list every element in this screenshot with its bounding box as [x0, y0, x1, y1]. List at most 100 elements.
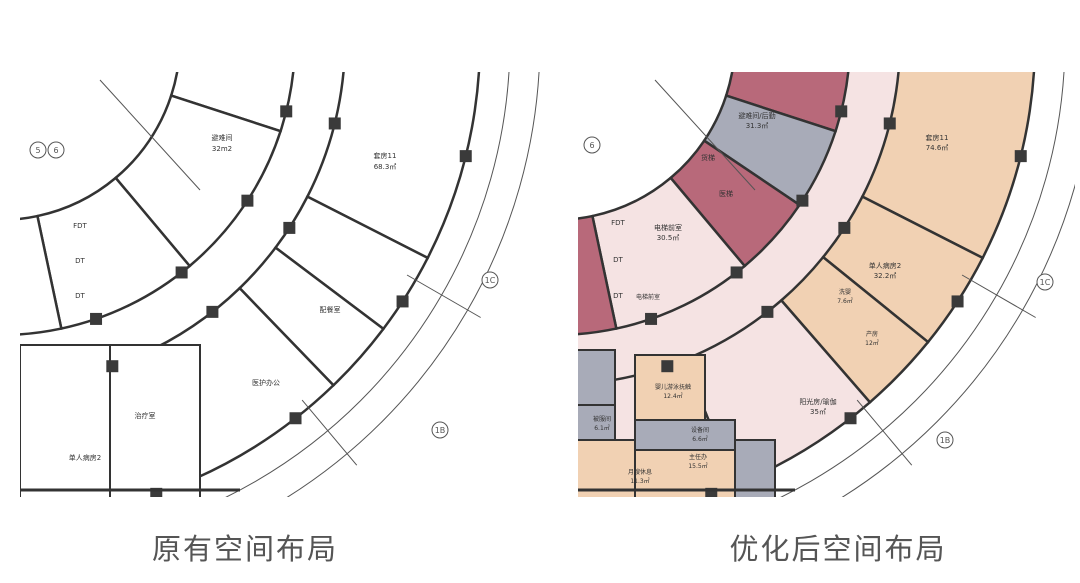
column [1014, 150, 1027, 163]
small-lift-lobby-label: 电梯前室 [636, 293, 660, 301]
elevator-label: DT [613, 256, 623, 264]
pantry-label: 配餐室 [320, 305, 341, 314]
axis-mark-5-circle [29, 141, 47, 159]
refuge-room-label: 避难间 [212, 133, 233, 142]
suite-room-label: 套房11 [374, 151, 397, 160]
equipment-room-area: 6.6㎡ [692, 435, 708, 443]
axis-mark-6-circle [47, 141, 65, 159]
original-floor-plan [0, 0, 540, 526]
sunroom-label: 阳光房/瑜伽 [799, 397, 836, 406]
axis-mark-1b: 1B [435, 426, 446, 435]
axis-line [99, 79, 201, 191]
axis-mark-6: 6 [53, 146, 58, 155]
elevator-label: DT [75, 257, 85, 265]
column [883, 117, 896, 130]
column [705, 487, 718, 497]
column [951, 295, 964, 308]
axis-mark-1b: 1B [940, 436, 951, 445]
column [459, 150, 472, 163]
treatment-room [109, 344, 201, 497]
elevator-label: DT [613, 292, 623, 300]
axis-mark-1c-circle [1036, 273, 1054, 291]
column [844, 412, 857, 425]
column [0, 379, 6, 391]
single-ward-2 [20, 344, 111, 497]
axis-line-1b [856, 399, 913, 466]
column [0, 514, 6, 526]
column [893, 4, 905, 16]
elevator-label: DT [75, 292, 85, 300]
nanny-rest-area: 11.3㎡ [630, 477, 649, 485]
delivery-room-area: 12㎡ [865, 339, 879, 347]
refuge-room-area: 31.3㎡ [746, 122, 769, 130]
refuge-room-label: 避难间/后勤 [738, 111, 775, 120]
column [206, 305, 219, 318]
column [283, 221, 296, 234]
nanny-rest-label: 月嫂休息 [628, 468, 652, 476]
linen-room-label: 被服间 [593, 415, 611, 423]
column [338, 4, 350, 16]
optimized-floor-plan [549, 0, 1075, 526]
optimized-layout-caption: 优化后空间布局 [729, 532, 947, 566]
column [106, 360, 119, 373]
column [661, 360, 674, 373]
elevator-label: FDT [73, 222, 87, 230]
elevator-label: FDT [611, 219, 625, 227]
column [549, 329, 561, 341]
dimension-arc [225, 72, 510, 497]
dimension-arc [841, 183, 1075, 497]
column [289, 412, 302, 425]
original-layout-caption: 原有空间布局 [151, 532, 339, 566]
single-ward-label: 单人病房2 [869, 261, 901, 270]
freight-lift-label: 货梯 [701, 153, 715, 162]
lift-lobby-label: 电梯前室 [654, 223, 682, 232]
column [175, 266, 188, 279]
storage-room [578, 349, 616, 406]
column [241, 194, 254, 207]
axis-line-1c [961, 274, 1036, 318]
delivery-room-label: 产房 [866, 330, 878, 338]
column [90, 312, 103, 325]
column [761, 305, 774, 318]
column [1027, 0, 1039, 4]
column [0, 329, 6, 341]
baby-swim-label: 婴儿游泳抚触 [655, 383, 691, 391]
equipment-room-label: 设备间 [691, 426, 709, 434]
column [645, 312, 658, 325]
single-ward-area: 32.2㎡ [874, 272, 897, 280]
column [328, 117, 341, 130]
equipment-room [634, 419, 736, 451]
dimension-arc [286, 72, 540, 497]
axis-mark-1c: 1C [1040, 278, 1051, 287]
suite-room-area: 68.3㎡ [374, 163, 397, 171]
sunroom-area: 35㎡ [810, 408, 826, 416]
medical-lift-label: 医梯 [719, 189, 733, 198]
axis-mark-1b-circle [431, 421, 449, 439]
axis-line-1b [301, 399, 358, 466]
axis-line-1c [406, 274, 481, 318]
elevator-bank [20, 214, 63, 336]
column [730, 266, 743, 279]
column [549, 514, 561, 526]
director-office-area: 15.5㎡ [688, 462, 707, 470]
column [280, 105, 293, 118]
refuge-room-area: 32m2 [212, 145, 232, 153]
baby-swim-area: 12.4㎡ [663, 392, 682, 400]
column [835, 105, 848, 118]
column [396, 295, 409, 308]
linen-room-area: 6.1㎡ [594, 424, 610, 432]
column [549, 379, 561, 391]
column [288, 8, 300, 20]
axis-mark-1b-circle [936, 431, 954, 449]
column [150, 487, 163, 497]
suite-room-area: 74.6㎡ [926, 144, 949, 152]
axis-mark-6-circle [583, 136, 601, 154]
lift-lobby-area: 30.5㎡ [657, 234, 680, 242]
column [472, 0, 484, 4]
column [796, 194, 809, 207]
baby-wash-label: 洗婴 [839, 288, 851, 296]
dimension-arc [780, 72, 1065, 497]
treatment-room-label: 治疗室 [135, 411, 156, 420]
